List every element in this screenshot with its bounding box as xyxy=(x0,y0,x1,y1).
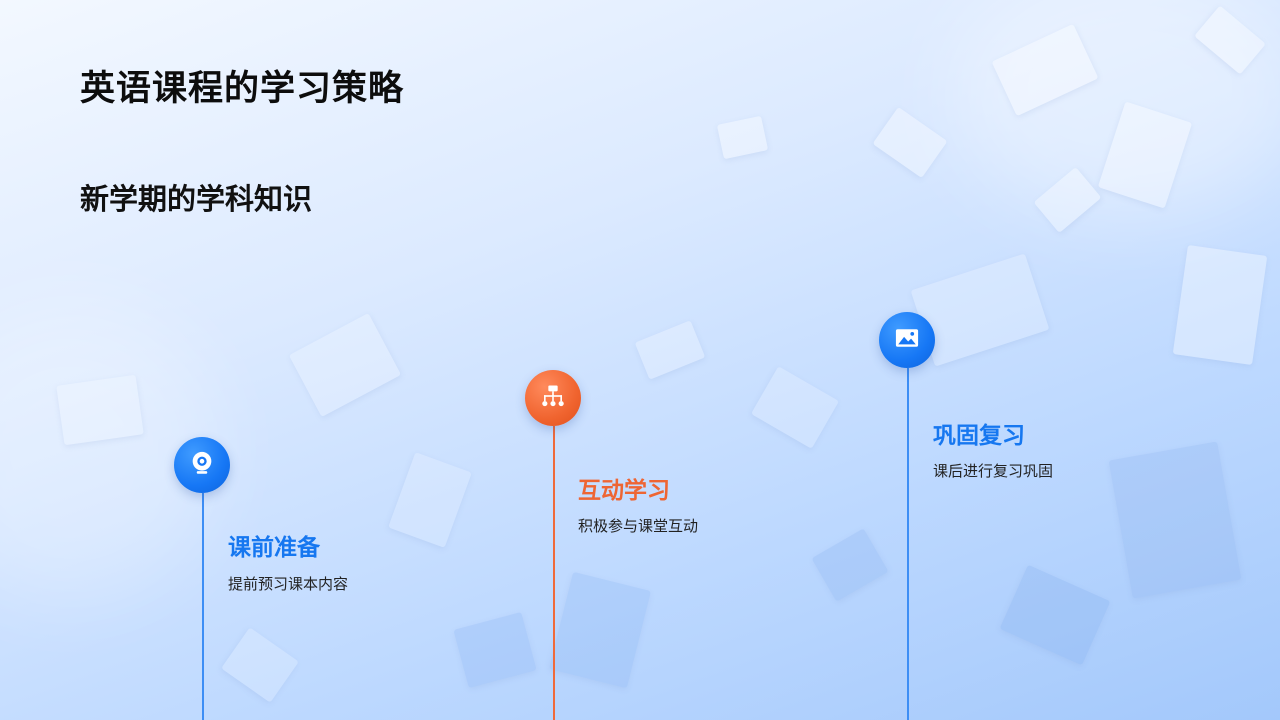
sitemap-icon xyxy=(539,382,567,414)
step-lesson-prep: 课前准备 提前预习课本内容 xyxy=(174,437,434,720)
step-review: 巩固复习 课后进行复习巩固 xyxy=(879,312,1139,720)
step-description: 课后进行复习巩固 xyxy=(933,462,1054,480)
timeline-line xyxy=(907,368,909,720)
image-icon xyxy=(893,324,921,356)
step-heading: 互动学习 xyxy=(578,478,670,504)
timeline-line xyxy=(202,493,204,720)
slide-title: 英语课程的学习策略 xyxy=(80,69,405,109)
step-icon-circle xyxy=(174,437,230,493)
slide-subtitle: 新学期的学科知识 xyxy=(80,182,313,216)
step-interactive-learning: 互动学习 积极参与课堂互动 xyxy=(525,370,785,720)
step-icon-circle xyxy=(879,312,935,368)
step-heading: 巩固复习 xyxy=(933,423,1025,449)
webcam-icon xyxy=(188,449,216,481)
timeline-line xyxy=(553,426,555,720)
step-description: 提前预习课本内容 xyxy=(228,575,349,593)
step-description: 积极参与课堂互动 xyxy=(578,517,699,535)
step-icon-circle xyxy=(525,370,581,426)
step-heading: 课前准备 xyxy=(228,535,320,561)
